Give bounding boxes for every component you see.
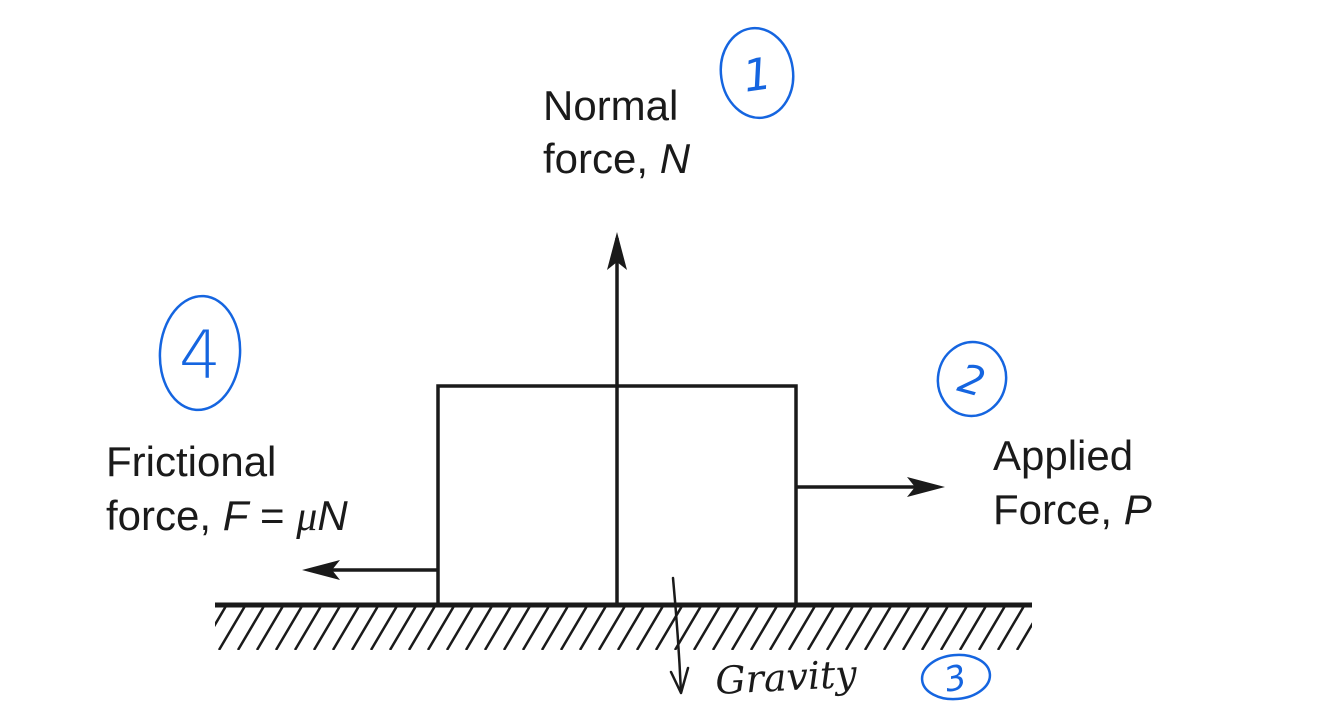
applied-force-text: Force, [993, 486, 1124, 533]
hatch-line [882, 606, 912, 650]
marker-circle-2 [936, 340, 1008, 418]
normal-force-text: force, [543, 135, 660, 182]
frictional-force-arrowhead [302, 560, 340, 580]
hatch-line [217, 606, 247, 650]
hatch-line [521, 606, 551, 650]
normal-force-label-line2: force, N [543, 131, 690, 187]
hatch-line [464, 606, 494, 650]
hatch-line [331, 606, 361, 650]
hatch-line [958, 606, 988, 650]
hatch-line [616, 606, 646, 650]
frictional-force-equals: = [248, 492, 297, 539]
frictional-force-mu: μ [296, 494, 318, 540]
gravity-arrowhead [669, 666, 690, 695]
hatch-line [350, 606, 380, 650]
frictional-force-label-line2: force, F = μN [106, 488, 348, 545]
hatch-line [977, 606, 1007, 650]
hatch-line [939, 606, 969, 650]
applied-force-label-line1: Applied [993, 432, 1134, 479]
hatch-line [369, 606, 399, 650]
hatch-line [711, 606, 741, 650]
hatch-line [255, 606, 285, 650]
applied-force-symbol: P [1123, 486, 1152, 533]
hatch-line [312, 606, 342, 650]
hatch-line [1055, 606, 1081, 650]
hatch-line [654, 606, 684, 650]
hatch-line [540, 606, 570, 650]
ground-hatching [215, 606, 1081, 650]
hatch-line [578, 606, 608, 650]
hatch-line [768, 606, 798, 650]
applied-force-arrowhead [907, 477, 945, 497]
hatch-line [559, 606, 589, 650]
hatch-line [863, 606, 893, 650]
hatch-line [901, 606, 931, 650]
normal-force-arrowhead [607, 232, 627, 270]
hatch-line [502, 606, 532, 650]
hatch-line [293, 606, 323, 650]
hatch-line [236, 606, 266, 650]
hatch-line [1015, 622, 1032, 650]
hatch-line [825, 606, 855, 650]
hatch-line [426, 606, 456, 650]
frictional-force-symbol-n: N [317, 492, 348, 539]
hatch-line [483, 606, 513, 650]
gravity-label: Gravity [714, 652, 858, 701]
hatch-line [1036, 606, 1062, 650]
ground [215, 602, 1081, 650]
hatch-line [787, 606, 817, 650]
hatch-line [692, 606, 722, 650]
marker-number-2: 2 [953, 355, 989, 406]
hatch-line [635, 606, 665, 650]
marker-circle-3 [920, 653, 992, 701]
marker-circle-1 [719, 26, 795, 120]
hatch-line [730, 606, 760, 650]
marker-circle-4 [158, 294, 242, 412]
gravity-arrow [671, 576, 683, 694]
normal-force-symbol: N [659, 135, 691, 182]
normal-force-label-line1: Normal [543, 82, 679, 129]
applied-force-label: Applied Force, P [993, 428, 1152, 538]
hatch-line [597, 606, 627, 650]
marker-number-4: 4 [179, 317, 221, 394]
hatch-line [920, 606, 950, 650]
marker-number-3: 3 [941, 657, 970, 701]
marker-number-1: 1 [740, 48, 775, 102]
hatch-line [996, 606, 1026, 650]
frictional-force-label: Frictional force, F = μN [106, 434, 348, 545]
frictional-force-text: force, [106, 492, 223, 539]
normal-force-label: Normal force, N [543, 78, 690, 187]
hatch-line [407, 606, 437, 650]
hatch-line [215, 606, 228, 628]
frictional-force-label-line1: Frictional [106, 438, 277, 485]
hatch-line [749, 606, 779, 650]
hatch-line [806, 606, 836, 650]
hatch-line [445, 606, 475, 650]
applied-force-label-line2: Force, P [993, 482, 1152, 538]
hatch-line [274, 606, 304, 650]
frictional-force-symbol-f: F [222, 492, 249, 539]
hatch-line [844, 606, 874, 650]
hatch-line [388, 606, 418, 650]
